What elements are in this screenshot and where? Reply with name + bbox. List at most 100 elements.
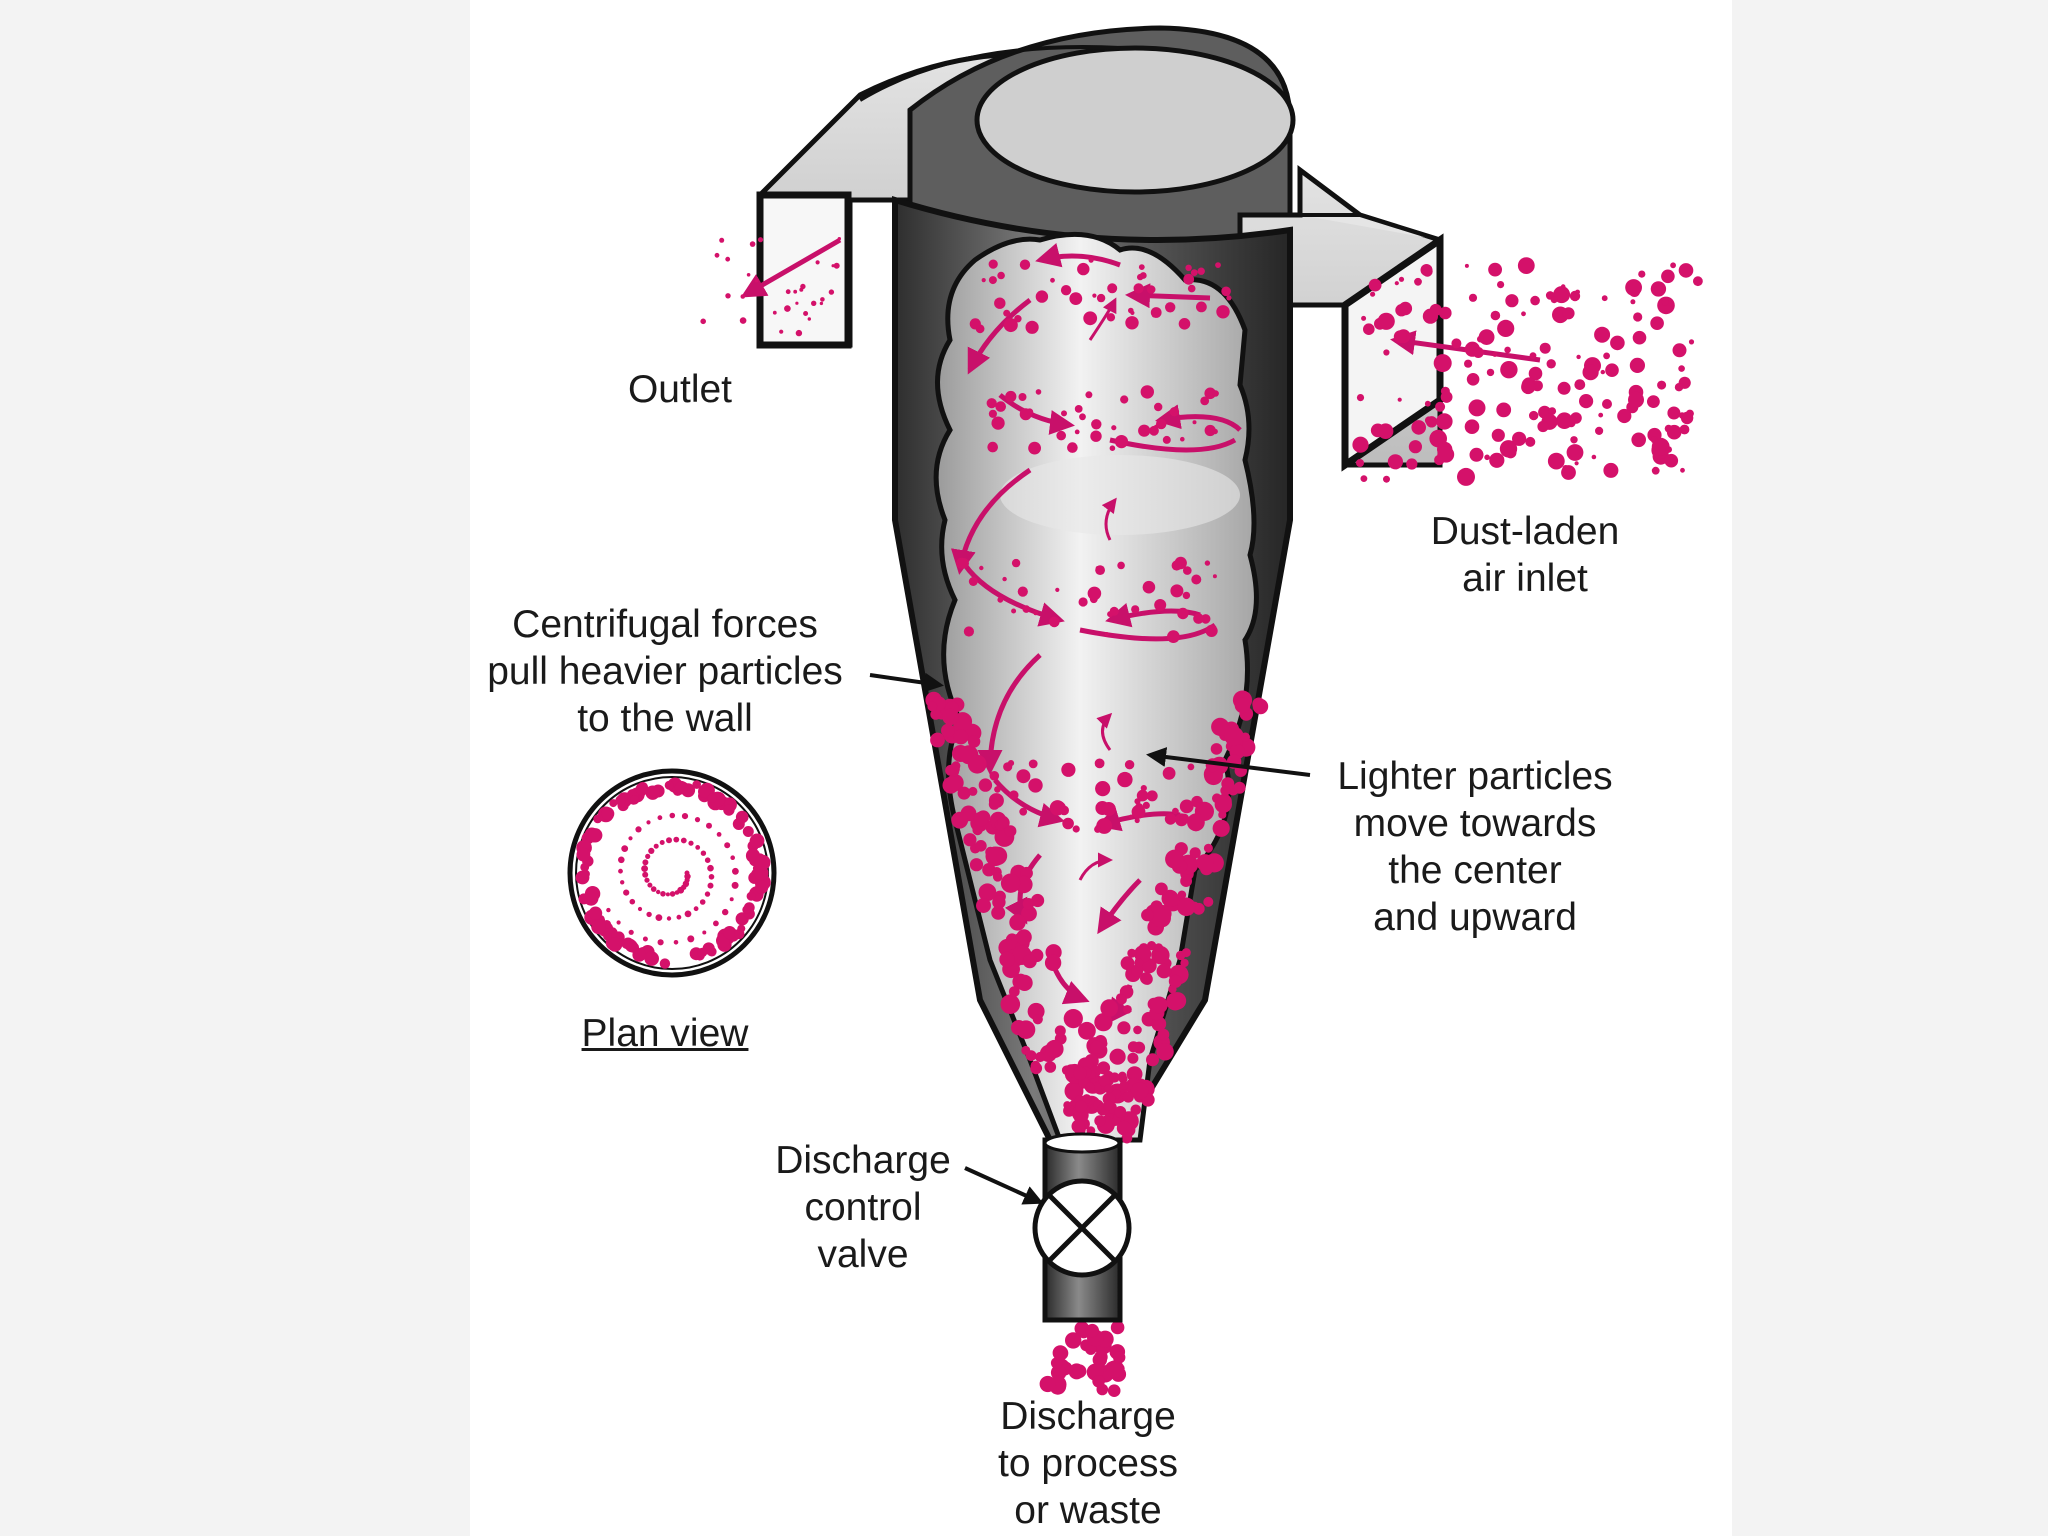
dust-particle	[1085, 1082, 1095, 1092]
dust-particle	[1582, 364, 1599, 381]
dust-particle	[1169, 407, 1180, 417]
dust-particle	[968, 786, 978, 796]
dust-particle	[967, 754, 987, 774]
dust-particle	[660, 891, 666, 897]
dust-particle	[1091, 419, 1102, 430]
dust-particle	[609, 799, 618, 808]
dust-particle	[1009, 790, 1019, 800]
dust-particle	[992, 895, 1006, 909]
dust-particle	[951, 761, 961, 771]
dust-particle	[1693, 276, 1703, 287]
dust-particle	[687, 935, 695, 943]
dust-particle	[1003, 318, 1018, 333]
dust-particle	[1591, 454, 1597, 460]
dust-particle	[1156, 418, 1167, 430]
dust-particle	[1120, 395, 1129, 404]
dust-particle	[1014, 315, 1022, 323]
dust-particle	[732, 818, 745, 830]
dust-particle	[1019, 807, 1028, 816]
dust-particle	[997, 271, 1005, 280]
dust-particle	[1654, 285, 1663, 295]
dust-particle	[1061, 410, 1067, 417]
dust-particle	[1601, 295, 1608, 302]
dust-particle	[1147, 941, 1157, 951]
dust-particle	[927, 701, 938, 712]
dust-particle	[1546, 359, 1556, 369]
dust-particle	[647, 882, 653, 888]
dust-particle	[740, 294, 746, 299]
dust-particle	[669, 891, 676, 897]
dust-particle	[1530, 295, 1540, 306]
dust-particle	[1146, 1053, 1159, 1067]
dust-particle	[1021, 905, 1037, 922]
dust-particle	[1056, 430, 1066, 441]
dust-particle	[988, 259, 998, 269]
dust-particle	[997, 817, 1009, 829]
dust-particle	[1107, 283, 1118, 294]
dust-particle	[1182, 591, 1191, 600]
dust-particle	[1488, 262, 1502, 277]
dust-particle	[1107, 1384, 1121, 1397]
dust-particle	[1575, 289, 1580, 295]
dust-particle	[1464, 359, 1473, 368]
dust-particle	[1109, 1072, 1120, 1083]
dust-particle	[1161, 889, 1179, 908]
dust-particle	[989, 771, 1000, 781]
dust-particle	[1196, 854, 1214, 872]
dust-particle	[1352, 436, 1369, 453]
dust-particle	[1570, 436, 1578, 444]
dust-particle	[1625, 279, 1642, 296]
dust-particle	[1022, 954, 1037, 969]
dust-particle	[988, 846, 1008, 866]
dust-particle	[656, 889, 661, 895]
dust-particle	[1224, 726, 1244, 746]
dust-particle	[795, 301, 799, 305]
dust-particle	[704, 857, 711, 863]
dust-particle	[1031, 893, 1045, 908]
dust-particle	[1377, 312, 1395, 330]
outlet-label: Outlet	[627, 368, 733, 411]
dust-particle	[1674, 383, 1684, 392]
dust-particle	[723, 926, 737, 940]
dust-particle	[742, 826, 754, 837]
dust-particle	[1149, 425, 1159, 436]
dust-particle	[1077, 262, 1090, 276]
dust-particle	[1525, 436, 1536, 447]
dust-particle	[591, 919, 606, 935]
dust-particle	[1150, 996, 1168, 1014]
dust-particle	[581, 869, 590, 879]
dust-particle	[1204, 424, 1216, 437]
dust-particle	[1678, 263, 1694, 278]
dust-particle	[1016, 929, 1032, 945]
dust-particle	[953, 729, 969, 745]
dust-particle	[1212, 428, 1218, 435]
dust-particle	[1193, 613, 1204, 624]
dust-particle	[963, 833, 977, 847]
dust-particle	[1019, 408, 1032, 421]
dust-particle	[657, 815, 663, 821]
dust-particle	[1018, 393, 1027, 401]
dust-particle	[1566, 444, 1584, 461]
dust-particle	[1177, 607, 1189, 620]
dust-particle	[1632, 330, 1647, 345]
dust-particle	[1075, 1100, 1088, 1113]
dust-particle	[708, 874, 715, 880]
dust-particle	[1647, 427, 1662, 443]
dust-particle	[1197, 267, 1205, 275]
dust-particle	[1000, 873, 1021, 893]
dust-particle	[646, 820, 651, 825]
dust-particle	[1003, 309, 1011, 317]
dust-particle	[1167, 630, 1180, 643]
dust-particle	[1177, 897, 1196, 917]
dust-particle	[1142, 580, 1156, 594]
dust-particle	[1651, 466, 1660, 475]
dust-particle	[967, 735, 981, 748]
dust-particle	[1468, 399, 1486, 417]
dust-particle	[988, 798, 1000, 810]
dust-particle	[731, 881, 739, 889]
dust-particle	[793, 289, 798, 294]
dust-particle	[635, 782, 649, 796]
dust-particle	[1517, 257, 1535, 274]
dust-particle	[1045, 1039, 1064, 1059]
